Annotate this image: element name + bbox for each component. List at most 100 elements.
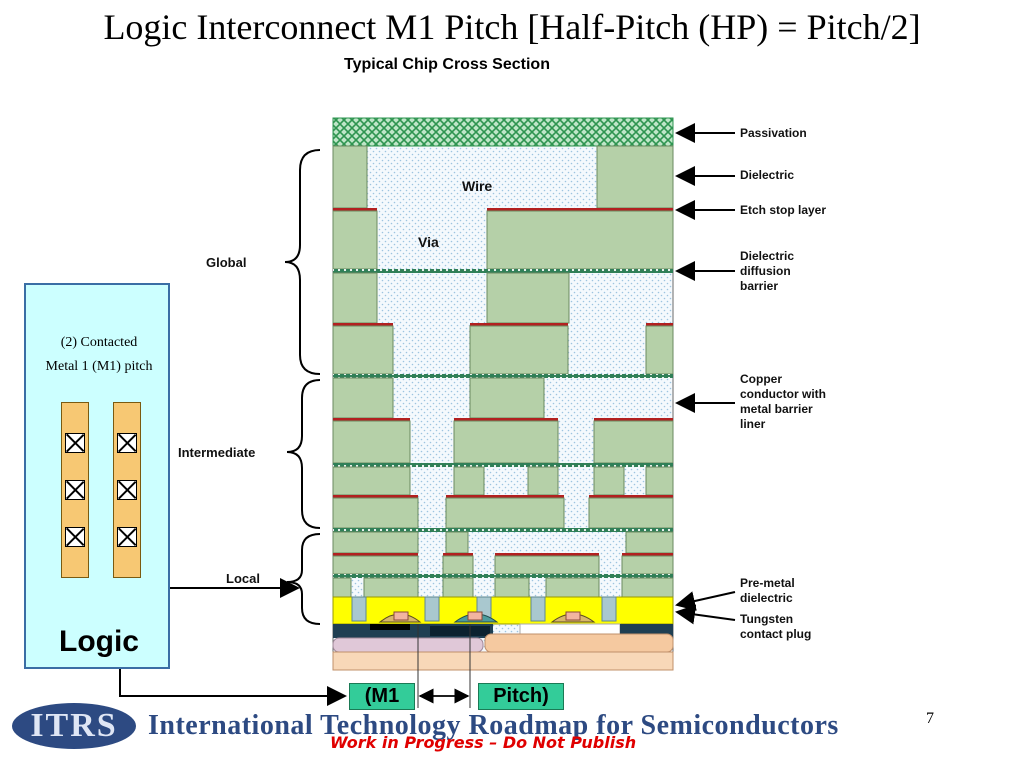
- tungsten-plug: [601, 596, 617, 622]
- dielectric-block: [645, 466, 674, 496]
- level-label-intermediate: Intermediate: [178, 445, 256, 460]
- dielectric-block: [593, 466, 625, 496]
- pitch-label-left: (M1: [349, 683, 415, 710]
- etch-stop-line: [333, 495, 418, 498]
- label-diffusion-barrier: Dielectric diffusion barrier: [740, 249, 794, 294]
- dielectric-block: [453, 420, 559, 464]
- passivation-layer: [332, 117, 674, 147]
- label-passivation: Passivation: [740, 126, 807, 140]
- tungsten-plug: [530, 596, 546, 622]
- label-line: conductor with: [740, 387, 826, 401]
- etch-stop-line: [646, 323, 673, 326]
- etch-stop-line: [589, 495, 673, 498]
- gate-structure: [565, 611, 581, 621]
- dielectric-block: [445, 497, 565, 529]
- label-line: barrier: [740, 279, 779, 293]
- dielectric-block: [494, 555, 600, 575]
- pitch-label-right: Pitch): [478, 683, 564, 710]
- label-line: Pre-metal: [740, 576, 795, 590]
- label-line: Dielectric: [740, 249, 795, 263]
- cross-section-subtitle: Typical Chip Cross Section: [344, 56, 550, 73]
- dielectric-block: [332, 420, 411, 464]
- metal-line-strip: [61, 402, 89, 578]
- wire-label: Wire: [462, 178, 493, 194]
- label-line: liner: [740, 417, 766, 431]
- label-line: dielectric: [740, 591, 793, 605]
- dielectric-block: [645, 325, 674, 375]
- contact-icon: [65, 433, 85, 453]
- dielectric-block: [445, 531, 469, 554]
- footer-org-name: International Technology Roadmap for Sem…: [148, 710, 839, 741]
- local-brace: [286, 533, 321, 625]
- dielectric-block: [332, 145, 368, 209]
- dielectric-block: [332, 272, 378, 324]
- dielectric-block: [469, 377, 545, 419]
- label-line: Copper: [740, 372, 782, 386]
- label-line: diffusion: [740, 264, 791, 278]
- level-label-local: Local: [226, 571, 260, 586]
- well-region: [484, 633, 674, 653]
- contact-icon: [117, 433, 137, 453]
- dielectric-block: [332, 577, 352, 598]
- dielectric-block: [588, 497, 674, 529]
- diffusion-barrier: [333, 374, 673, 378]
- etch-stop-line: [495, 553, 599, 556]
- dielectric-block: [442, 577, 474, 598]
- etch-stop-line: [487, 208, 673, 211]
- etch-stop-line: [333, 553, 418, 556]
- contact-icon: [65, 527, 85, 547]
- dielectric-block: [332, 555, 419, 575]
- diffusion-barrier: [333, 574, 673, 578]
- level-label-global: Global: [206, 255, 247, 270]
- etch-stop-line: [454, 418, 558, 421]
- label-line: contact plug: [740, 627, 812, 641]
- tungsten-plug: [351, 596, 367, 622]
- work-in-progress-notice: Work in Progress – Do Not Publish: [330, 733, 637, 752]
- dielectric-block: [621, 555, 674, 575]
- dielectric-block: [486, 272, 570, 324]
- dielectric-block: [332, 497, 419, 529]
- dielectric-block: [332, 531, 419, 554]
- tungsten-plug: [424, 596, 440, 622]
- diffusion-barrier: [333, 269, 673, 273]
- tungsten-arrow: [675, 604, 736, 625]
- etch-stop-line: [333, 323, 393, 326]
- label-line: Tungsten: [740, 612, 794, 626]
- etch-stop-line: [594, 418, 673, 421]
- logic-pitch-label-line2: Metal 1 (M1) pitch: [45, 359, 153, 374]
- contact-icon: [65, 480, 85, 500]
- via-label: Via: [418, 234, 439, 250]
- active-region: [370, 624, 410, 630]
- active-region: [430, 626, 490, 636]
- etch-stop-line: [443, 553, 473, 556]
- dielectric-block: [442, 555, 474, 575]
- metal-line-strip: [113, 402, 141, 578]
- substrate: [332, 651, 674, 671]
- etch-stop-line: [622, 553, 673, 556]
- etch-stop-line: [333, 208, 377, 211]
- dielectric-block: [625, 531, 674, 554]
- label-dielectric: Dielectric: [740, 168, 795, 182]
- dielectric-block: [453, 466, 485, 496]
- dielectric-block: [621, 577, 674, 598]
- itrs-logo: ITRS: [12, 703, 136, 749]
- label-tungsten-plug: Tungsten contact plug: [740, 612, 811, 642]
- dielectric-block: [363, 577, 419, 598]
- etch-stop-line: [333, 418, 410, 421]
- page-number: 7: [926, 710, 934, 727]
- logic-pitch-label-line1: (2) Contacted: [60, 335, 138, 350]
- label-premetal-dielectric: Pre-metal dielectric: [740, 576, 795, 606]
- gate-structure: [467, 611, 483, 621]
- global-brace: [284, 149, 321, 375]
- dielectric-block: [469, 325, 569, 375]
- logic-to-pitch-line: [119, 669, 347, 706]
- contact-icon: [117, 480, 137, 500]
- label-etch-stop: Etch stop layer: [740, 203, 827, 217]
- dielectric-block: [486, 210, 674, 270]
- gate-structure: [393, 611, 409, 621]
- intermediate-brace: [286, 379, 321, 529]
- dielectric-block: [527, 466, 559, 496]
- slide-title: Logic Interconnect M1 Pitch [Half-Pitch …: [103, 7, 921, 47]
- logic-label: Logic: [59, 625, 139, 658]
